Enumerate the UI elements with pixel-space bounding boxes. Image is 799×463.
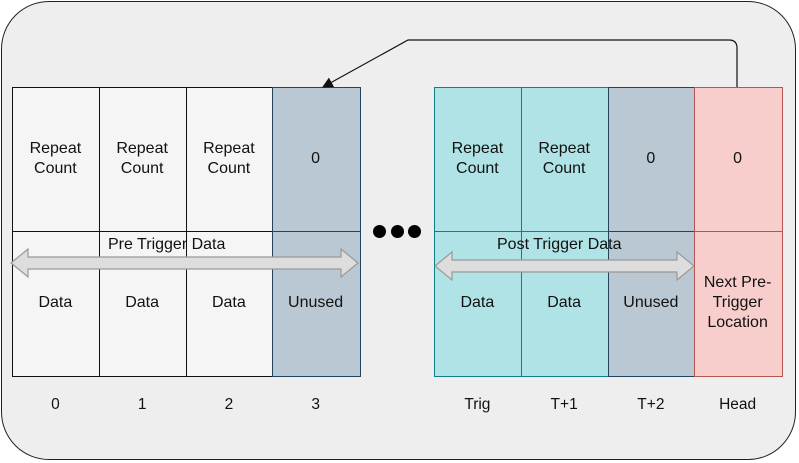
column-index-label: Trig xyxy=(464,396,491,413)
cell-bottom-label: Unused xyxy=(623,294,679,311)
column-index-label: 2 xyxy=(224,396,234,413)
cell-top-label: 0 xyxy=(646,150,656,167)
cell-top-2 xyxy=(185,87,274,233)
cell-top-label: Repeat Count xyxy=(538,140,590,177)
cell-top-0 xyxy=(12,87,101,233)
cell-bottom-label: Next Pre- Trigger Location xyxy=(703,274,772,331)
pre-trigger-data-label: Pre Trigger Data xyxy=(108,236,226,253)
cell-bottom-label: Data xyxy=(547,294,582,311)
cell-bottom-label: Data xyxy=(38,294,73,311)
post-trigger-span-arrow xyxy=(434,250,695,282)
column-index-label: 1 xyxy=(137,396,147,413)
cell-top-tplus1 xyxy=(520,87,609,233)
cell-top-trig xyxy=(434,87,523,233)
cell-bottom-1 xyxy=(98,231,187,377)
column-index-label: T+1 xyxy=(550,396,578,413)
cell-bottom-head xyxy=(694,231,783,377)
column-index-label: 3 xyxy=(311,396,320,413)
cell-top-head xyxy=(694,87,783,233)
cell-top-label: Repeat Count xyxy=(203,140,255,177)
cell-bottom-tplus1 xyxy=(520,231,609,377)
cell-top-label: Repeat Count xyxy=(116,140,168,177)
cell-bottom-2 xyxy=(185,231,274,377)
cell-top-label: 0 xyxy=(733,150,743,167)
pre-trigger-span-arrow xyxy=(10,247,359,279)
column-index-label: T+2 xyxy=(637,396,665,413)
cell-bottom-label: Data xyxy=(211,294,246,311)
cell-bottom-label: Data xyxy=(125,294,160,311)
cell-bottom-label: Data xyxy=(460,294,495,311)
cell-top-label: Repeat Count xyxy=(451,140,504,177)
ellipsis-icon xyxy=(373,222,421,240)
cell-top-label: 0 xyxy=(311,150,321,167)
cell-bottom-label: Unused xyxy=(288,294,344,311)
cell-top-label: Repeat Count xyxy=(29,140,82,177)
cell-top-3 xyxy=(272,87,361,233)
column-index-label: Head xyxy=(719,396,757,413)
post-trigger-data-label: Post Trigger Data xyxy=(497,236,622,253)
column-index-label: 0 xyxy=(51,396,60,413)
head-pointer-arrow xyxy=(322,39,738,88)
